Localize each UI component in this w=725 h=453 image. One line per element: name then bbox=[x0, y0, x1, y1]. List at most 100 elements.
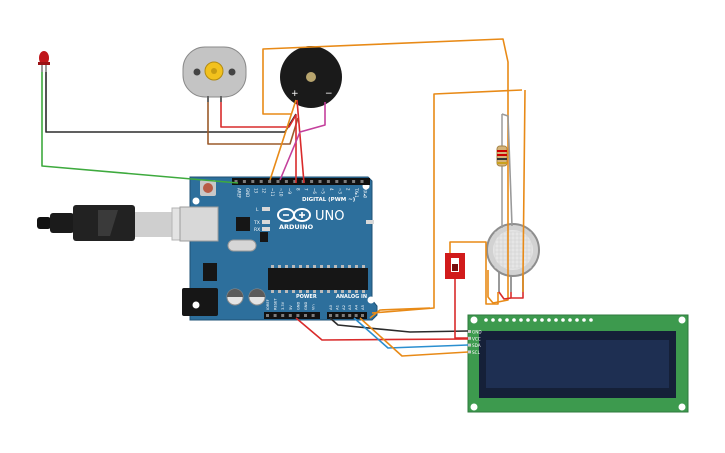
analog-pin-hole[interactable] bbox=[341, 314, 345, 317]
digital-pin-label: 4 bbox=[329, 188, 334, 191]
wire-red-switch bbox=[454, 279, 468, 339]
digital-pin-hole[interactable] bbox=[234, 180, 238, 183]
on-label: ON bbox=[375, 220, 382, 226]
power-pin-hole[interactable] bbox=[273, 314, 277, 317]
power-pin-hole[interactable] bbox=[266, 314, 269, 317]
dc-motor[interactable] bbox=[182, 46, 247, 102]
digital-pin-hole[interactable] bbox=[276, 180, 280, 183]
power-pin-label: IOREF bbox=[266, 299, 270, 310]
digital-pin-label: GND bbox=[245, 188, 250, 197]
lcd-pin-label: SCL bbox=[472, 350, 481, 355]
wire-led-green bbox=[41, 72, 239, 184]
digital-pin-hole[interactable] bbox=[343, 180, 347, 183]
analog-pin-hole[interactable] bbox=[361, 314, 364, 317]
arduino-uno[interactable]: UNO ARDUINO DIGITAL (PWM ~) POWER ANALOG… bbox=[179, 176, 382, 321]
power-pin-label: GND bbox=[296, 302, 300, 310]
digital-pin-hole[interactable] bbox=[242, 180, 246, 183]
digital-pin-label: 12 bbox=[262, 188, 267, 194]
digital-pin-label: 13 bbox=[253, 188, 258, 194]
power-pin-hole[interactable] bbox=[311, 314, 315, 317]
lcd-pin[interactable] bbox=[468, 350, 471, 354]
power-header bbox=[264, 312, 320, 319]
atmega-chip bbox=[268, 268, 368, 290]
digital-pin-label: RX◂0 bbox=[363, 188, 368, 199]
wire-buzzer-red bbox=[296, 99, 305, 184]
wire-motor-brown bbox=[207, 102, 299, 145]
digital-pin-label: 8 bbox=[295, 188, 300, 191]
wire-analog-orange bbox=[369, 307, 431, 319]
red-led[interactable] bbox=[38, 51, 50, 72]
lcd-pin-label: GND bbox=[472, 330, 482, 335]
board-brand: ARDUINO bbox=[279, 223, 314, 231]
lcd-pin[interactable] bbox=[468, 343, 471, 347]
led-tx-label: TX bbox=[253, 220, 260, 226]
lcd-pin[interactable] bbox=[468, 330, 471, 333]
wire-motor-red bbox=[220, 102, 297, 183]
power-pin-hole[interactable] bbox=[296, 314, 300, 317]
wire-lcd-vcc-red bbox=[295, 317, 469, 341]
digital-header-label: DIGITAL (PWM ~) bbox=[302, 197, 356, 203]
digital-pin-label: ~10 bbox=[279, 188, 284, 197]
resistor[interactable] bbox=[496, 114, 508, 228]
digital-pin-hole[interactable] bbox=[335, 180, 339, 183]
wire-lcd-gnd bbox=[329, 317, 469, 333]
analog-pin-label: A1 bbox=[334, 304, 339, 310]
lcd-screen bbox=[486, 340, 669, 388]
wire-lcd-scl bbox=[359, 317, 469, 357]
digital-header bbox=[232, 178, 370, 185]
buzzer-minus-label: − bbox=[325, 89, 333, 99]
digital-pin-hole[interactable] bbox=[284, 180, 288, 183]
wire-buzzer-pink bbox=[279, 102, 326, 181]
analog-pin-label: A5 bbox=[360, 304, 365, 310]
digital-pin-label: TX▸1 bbox=[354, 187, 359, 198]
digital-pin-hole[interactable] bbox=[352, 180, 356, 183]
lcd-16x2-i2c[interactable] bbox=[467, 314, 689, 413]
slide-switch[interactable] bbox=[445, 253, 465, 279]
power-pin-hole[interactable] bbox=[281, 314, 285, 317]
analog-pin-hole[interactable] bbox=[354, 314, 358, 317]
analog-header bbox=[327, 312, 367, 319]
digital-pin-hole[interactable] bbox=[293, 180, 297, 183]
analog-pin-hole[interactable] bbox=[335, 314, 339, 317]
analog-pin-hole[interactable] bbox=[348, 314, 352, 317]
wire-lcd-sda bbox=[353, 317, 469, 349]
wire-sensor-red bbox=[510, 292, 524, 299]
analog-pin-hole[interactable] bbox=[329, 314, 332, 317]
digital-pin-hole[interactable] bbox=[251, 180, 255, 183]
gas-sensor[interactable] bbox=[486, 223, 540, 292]
digital-pin-hole[interactable] bbox=[326, 180, 330, 183]
wire-orange-mid bbox=[371, 89, 523, 314]
digital-pin-label: ~3 bbox=[337, 188, 342, 194]
lcd-pin-label: VCC bbox=[472, 336, 481, 341]
power-pin-label: Vin bbox=[312, 304, 316, 310]
analog-pin-label: A4 bbox=[354, 304, 359, 310]
digital-pin-hole[interactable] bbox=[268, 180, 272, 183]
analog-pin-label: A0 bbox=[328, 304, 333, 310]
digital-pin-label: 2 bbox=[346, 188, 351, 191]
wire-sensor-red-2 bbox=[498, 291, 512, 300]
digital-pin-hole[interactable] bbox=[310, 180, 314, 183]
wire-resistor-loop bbox=[501, 113, 513, 227]
digital-pin-hole[interactable] bbox=[259, 180, 263, 183]
wire-buzzer-orange bbox=[269, 99, 297, 181]
digital-pin-label: AREF bbox=[237, 188, 242, 199]
led-l-label: L bbox=[256, 207, 259, 213]
power-pin-hole[interactable] bbox=[304, 314, 307, 317]
power-pin-hole[interactable] bbox=[288, 314, 292, 317]
power-pin-label: RESET bbox=[274, 298, 278, 310]
power-header-label: POWER bbox=[296, 294, 317, 300]
digital-pin-label: ~11 bbox=[270, 188, 275, 197]
wire-sensor-orange-2 bbox=[522, 89, 526, 292]
lcd-pin-label: SDA bbox=[472, 343, 481, 348]
lcd-pin[interactable] bbox=[468, 336, 471, 340]
power-pin-label: 3.3V bbox=[281, 301, 285, 310]
wire-led-black bbox=[45, 72, 297, 133]
power-pin-label: 5V bbox=[289, 305, 293, 310]
digital-pin-hole[interactable] bbox=[360, 180, 364, 183]
analog-pin-label: A2 bbox=[341, 304, 346, 310]
digital-pin-hole[interactable] bbox=[318, 180, 322, 183]
digital-pin-label: ~9 bbox=[287, 188, 292, 194]
piezo-buzzer[interactable]: + − bbox=[280, 46, 342, 108]
analog-header-label: ANALOG IN bbox=[336, 294, 367, 300]
